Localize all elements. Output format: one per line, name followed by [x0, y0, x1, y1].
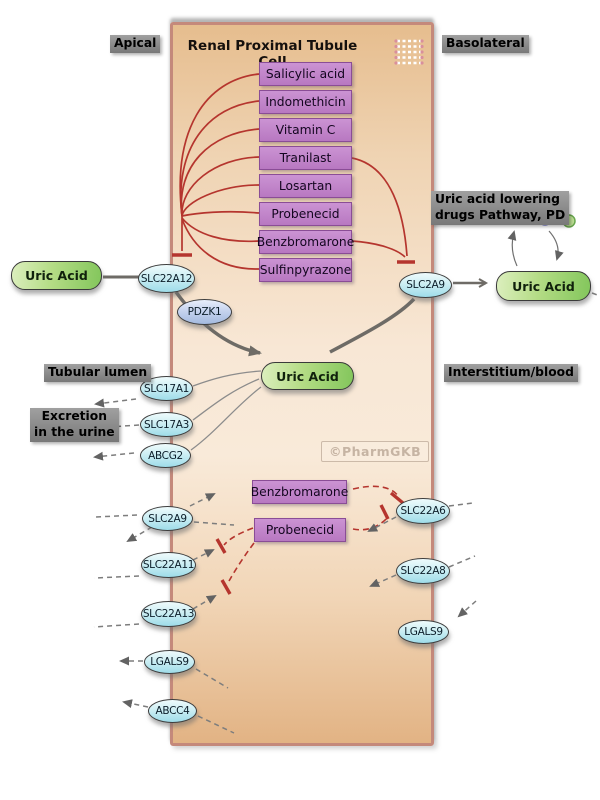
drug-probenecid[interactable]: Probenecid [259, 202, 352, 226]
label-tubular-lumen: Tubular lumen [44, 364, 152, 382]
label-interstitium-blood: Interstitium/blood [444, 364, 578, 382]
drug-indomethicin[interactable]: Indomethicin [259, 90, 352, 114]
pharmgkb-watermark: ©PharmGKB [321, 441, 430, 462]
label-basolateral: Basolateral [442, 35, 529, 53]
pathway-link-arrows [507, 230, 564, 267]
transporter-abcg2[interactable]: ABCG2 [140, 443, 191, 468]
protein-lgals9-apical[interactable]: LGALS9 [144, 650, 195, 674]
transporter-abcc4[interactable]: ABCC4 [148, 699, 197, 723]
drug-vitamin-c[interactable]: Vitamin C [259, 118, 352, 142]
uric-acid-lumen[interactable]: Uric Acid [11, 261, 102, 290]
drug-sulfinpyrazone[interactable]: Sulfinpyrazone [259, 258, 352, 282]
cytoplasm-drug-probenecid[interactable]: Probenecid [254, 518, 346, 542]
drug-tranilast[interactable]: Tranilast [259, 146, 352, 170]
transporter-slc22a13[interactable]: SLC22A13 [141, 601, 196, 627]
protein-pdzk1[interactable]: PDZK1 [177, 299, 232, 325]
pathway-link-line1: Uric acid lowering [435, 192, 560, 206]
pathway-link-line2: drugs Pathway, PD [435, 207, 566, 222]
uric-acid-cytoplasm[interactable]: Uric Acid [261, 362, 354, 390]
label-apical: Apical [110, 35, 161, 53]
transporter-slc17a3[interactable]: SLC17A3 [140, 412, 193, 437]
transporter-slc22a6[interactable]: SLC22A6 [396, 498, 450, 524]
transporter-slc2a9-basolateral[interactable]: SLC2A9 [399, 272, 452, 298]
protein-lgals9-basolateral[interactable]: LGALS9 [398, 620, 449, 644]
transporter-slc22a12[interactable]: SLC22A12 [138, 264, 195, 293]
pathway-link-label[interactable]: Uric acid lowering drugs Pathway, PD [431, 191, 570, 225]
drug-losartan[interactable]: Losartan [259, 174, 352, 198]
transporter-slc22a11[interactable]: SLC22A11 [141, 552, 196, 578]
drug-salicylic-acid[interactable]: Salicylic acid [259, 62, 352, 86]
uric-acid-blood[interactable]: Uric Acid [496, 271, 591, 301]
label-excretion-line1: Excretion [41, 409, 107, 423]
transporter-slc22a8[interactable]: SLC22A8 [396, 558, 450, 584]
drug-benzbromarone[interactable]: Benzbromarone [257, 230, 354, 254]
cytoplasm-drug-benzbromarone[interactable]: Benzbromarone [251, 480, 348, 504]
transporter-slc2a9-apical[interactable]: SLC2A9 [142, 506, 193, 531]
label-excretion-line2: in the urine [34, 424, 115, 439]
label-excretion: Excretion in the urine [30, 408, 119, 442]
